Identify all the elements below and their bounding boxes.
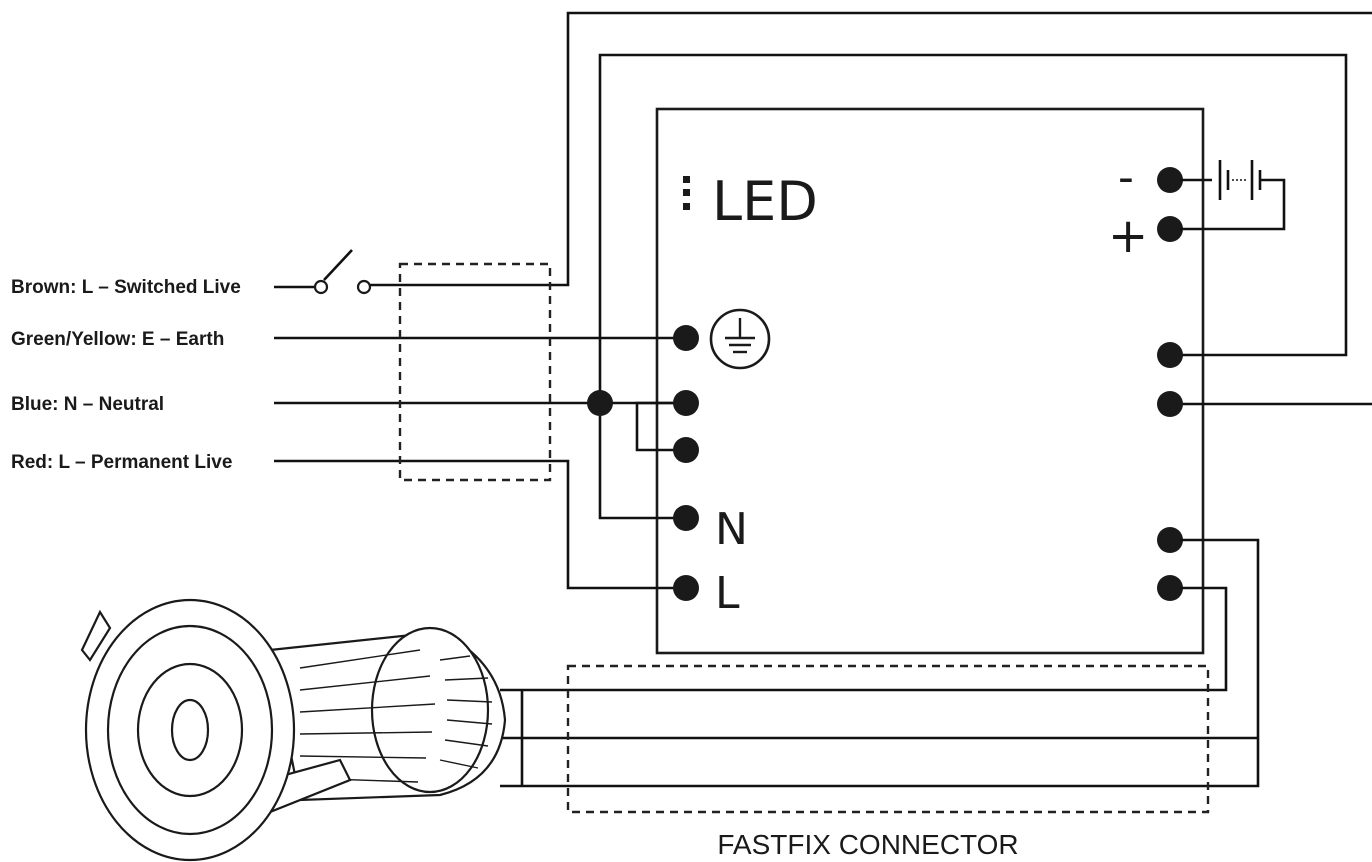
input-junction-box bbox=[398, 262, 552, 482]
switch-lever bbox=[323, 249, 353, 281]
label-permanent-live: Red: L – Permanent Live bbox=[11, 452, 232, 473]
label-switched-live: Brown: L – Switched Live bbox=[11, 277, 241, 298]
terminal-battery-plus bbox=[1157, 216, 1183, 242]
neutral-loop-wire bbox=[598, 53, 1348, 520]
terminal-battery-minus bbox=[1157, 167, 1183, 193]
permanent-live-wire bbox=[274, 459, 686, 590]
switch-contact-right bbox=[356, 279, 372, 295]
switch-contact-left bbox=[313, 279, 329, 295]
led-driver-title: LED bbox=[683, 170, 818, 233]
terminal-link-1 bbox=[673, 390, 699, 416]
led-title-text: LED bbox=[712, 170, 818, 233]
battery-plus-label: + bbox=[1108, 208, 1148, 264]
terminal-n-label: N bbox=[715, 504, 748, 555]
lamp-wire-2 bbox=[500, 586, 1228, 692]
terminal-l bbox=[673, 575, 699, 601]
fastfix-connector-box bbox=[566, 664, 1210, 814]
lamp-wire-1 bbox=[500, 538, 1260, 788]
battery-icon bbox=[1180, 160, 1286, 231]
switched-live-loop-wire bbox=[370, 11, 1372, 287]
terminal-lamp-1 bbox=[1157, 527, 1183, 553]
label-earth: Green/Yellow: E – Earth bbox=[11, 329, 224, 350]
terminal-earth bbox=[673, 325, 699, 351]
terminal-link-2 bbox=[673, 437, 699, 463]
terminal-out-2 bbox=[1157, 391, 1183, 417]
earth-icon bbox=[709, 308, 771, 370]
terminal-out-1 bbox=[1157, 342, 1183, 368]
link-wire bbox=[635, 401, 686, 452]
neutral-junction bbox=[587, 390, 613, 416]
label-neutral: Blue: N – Neutral bbox=[11, 394, 164, 415]
led-driver-box bbox=[655, 107, 1205, 655]
fastfix-connector-caption: FASTFIX CONNECTOR bbox=[717, 829, 1018, 860]
downlight-icon bbox=[80, 598, 507, 862]
terminal-lamp-2 bbox=[1157, 575, 1183, 601]
terminal-n bbox=[673, 505, 699, 531]
battery-minus-label: - bbox=[1118, 152, 1134, 203]
terminal-l-label: L bbox=[715, 568, 740, 619]
